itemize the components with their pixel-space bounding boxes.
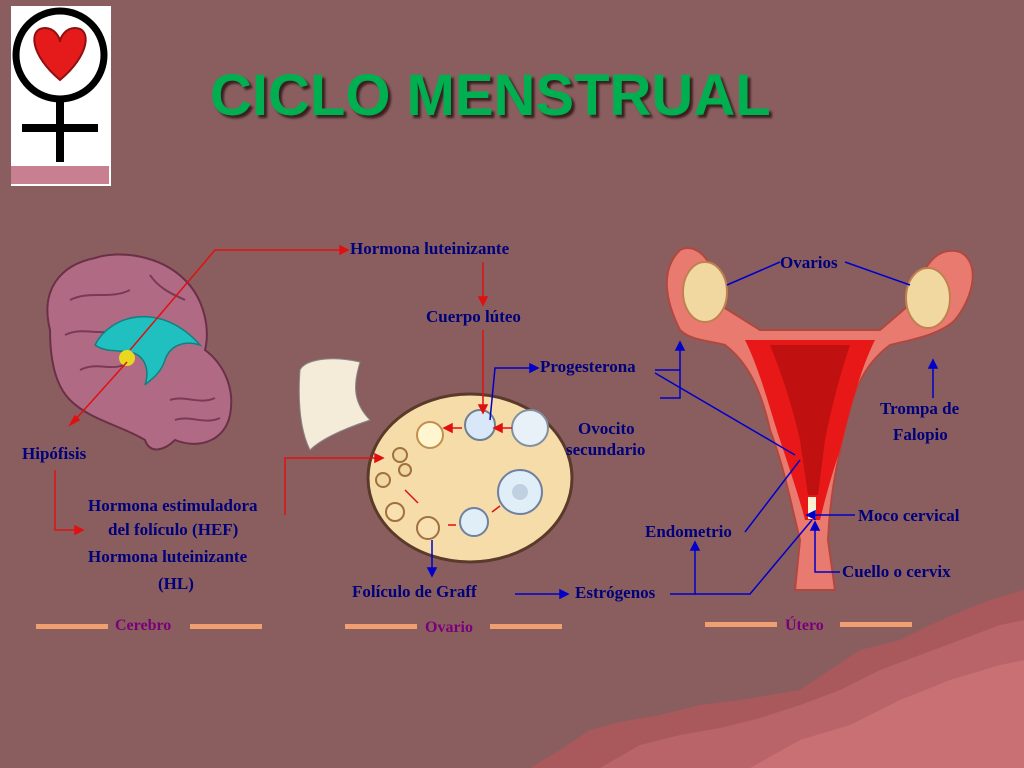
- logo-female-heart-icon: [11, 6, 111, 186]
- label-cuerpo-luteo: Cuerpo lúteo: [426, 307, 521, 326]
- label-hef-line2: del folículo (HEF): [108, 520, 239, 539]
- label-ovarios: Ovarios: [780, 253, 838, 272]
- label-endometrio: Endometrio: [645, 522, 732, 541]
- label-moco-cervical: Moco cervical: [858, 506, 960, 525]
- label-trompa-line1: Trompa de: [880, 399, 960, 418]
- label-hipofisis: Hipófisis: [22, 444, 87, 463]
- red-arrows: [54, 244, 512, 536]
- brain-illustration: [46, 253, 233, 451]
- label-hl-line1: Hormona luteinizante: [88, 547, 248, 566]
- section-bars: [36, 622, 912, 629]
- ovary-illustration: [298, 358, 574, 564]
- page-title: CICLO MENSTRUAL: [210, 63, 771, 128]
- label-cuello-cervix: Cuello o cervix: [842, 562, 951, 581]
- label-ovocito: Ovocito: [578, 419, 635, 438]
- label-hl-line2: (HL): [158, 574, 194, 593]
- label-hef-line1: Hormona estimuladora: [88, 496, 258, 515]
- section-label-ovario: Ovario: [425, 619, 473, 636]
- label-foliculo-graff: Folículo de Graff: [352, 582, 477, 601]
- label-estrogenos: Estrógenos: [575, 583, 656, 602]
- uterus-illustration: [665, 247, 974, 591]
- section-label-cerebro: Cerebro: [115, 617, 172, 634]
- label-secundario: secundario: [566, 440, 646, 459]
- section-label-utero: Útero: [785, 617, 824, 634]
- label-trompa-line2: Falopio: [893, 425, 948, 444]
- label-hormona-luteinizante-top: Hormona luteinizante: [350, 239, 510, 258]
- blue-arrows: [426, 261, 939, 600]
- mountain-decoration: [530, 590, 1024, 768]
- label-progesterona: Progesterona: [540, 357, 636, 376]
